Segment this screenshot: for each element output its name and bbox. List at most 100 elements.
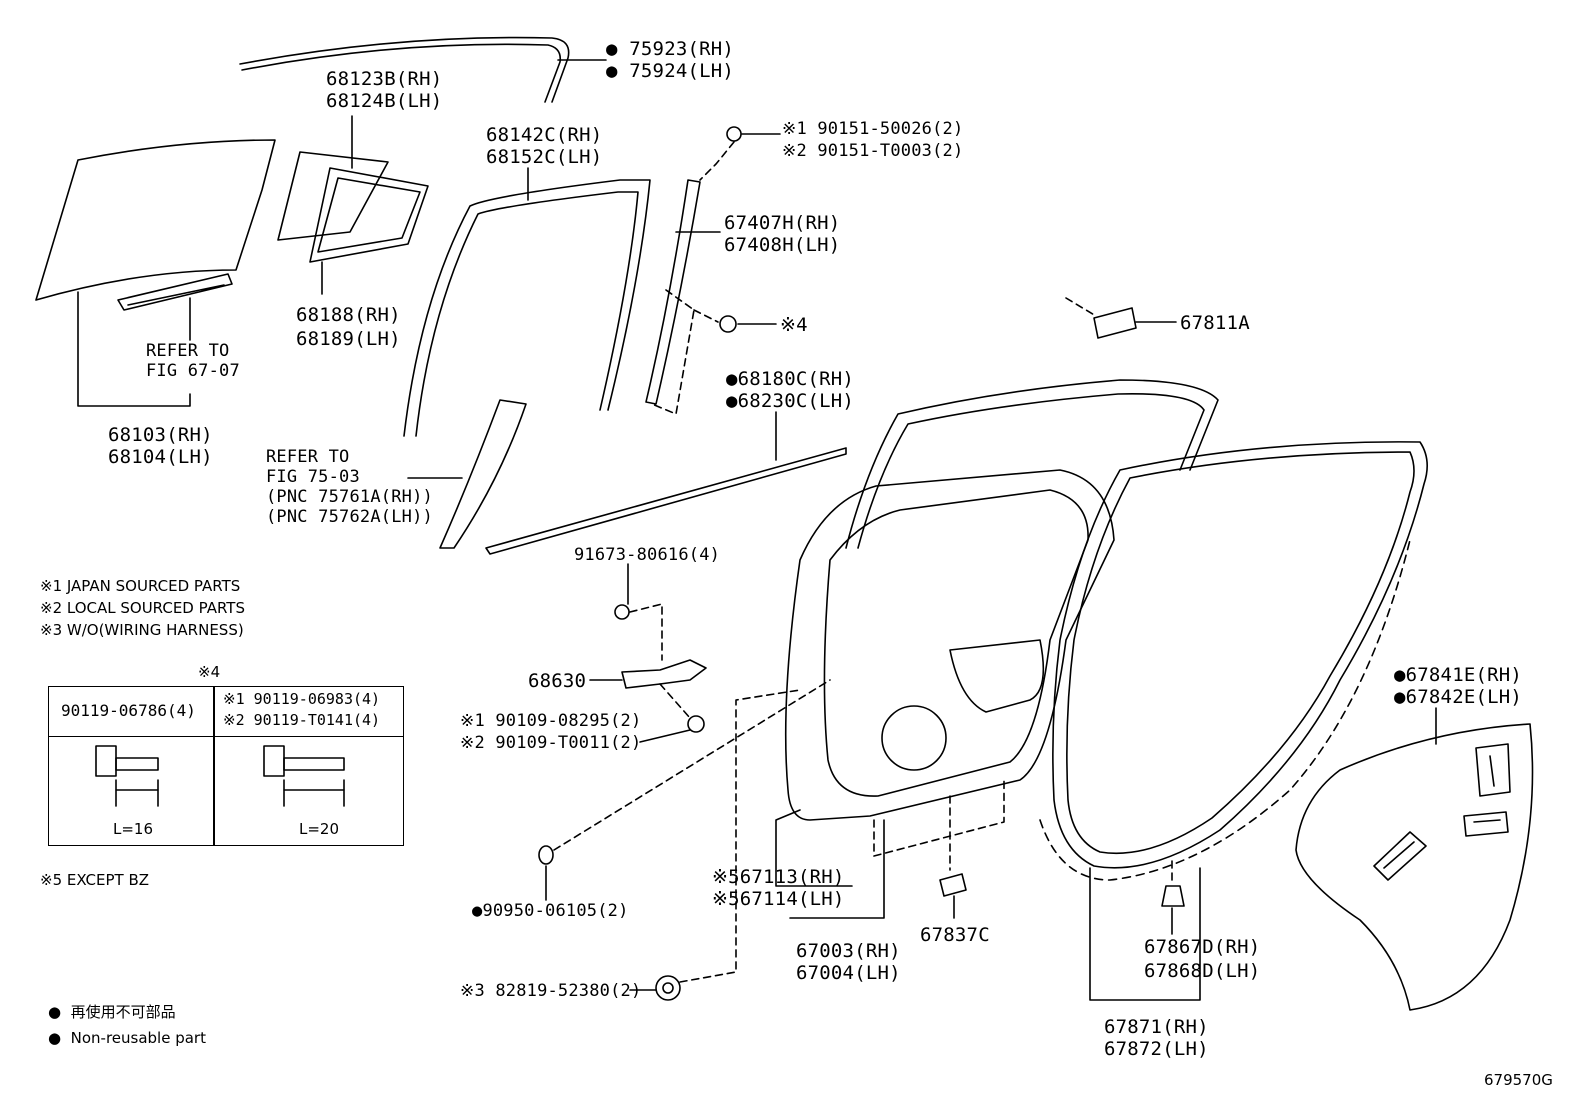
label-frame-channel-rh: 68142C(RH) bbox=[486, 124, 603, 146]
table-title: ※4 bbox=[198, 663, 221, 681]
label-door-glass-rh: 68103(RH) bbox=[108, 424, 213, 446]
leader-door-glass bbox=[77, 291, 191, 407]
clip-d-icon bbox=[1161, 885, 1185, 907]
top-moulding-strip bbox=[239, 36, 570, 103]
sash-dashed bbox=[651, 289, 695, 415]
bolt-sash-dashed bbox=[693, 309, 719, 323]
label-frame-channel-lh: 68152C(LH) bbox=[486, 146, 603, 168]
table-col1-length: L=16 bbox=[113, 820, 154, 838]
label-clip-d-rh: 67867D(RH) bbox=[1144, 936, 1261, 958]
door-weatherstrip-dashed bbox=[1039, 539, 1411, 881]
label-belt-lh: ●68230C(LH) bbox=[726, 390, 855, 412]
label-quarter-rh: 68188(RH) bbox=[296, 304, 401, 326]
label-bolt-check2-2: ※2 90109-T0011(2) bbox=[460, 733, 642, 753]
table-col1-header: 90119-06786(4) bbox=[49, 687, 213, 737]
screw-top-dashed bbox=[699, 141, 735, 181]
belt-weatherstrip bbox=[485, 447, 847, 555]
leader-bolt-check2 bbox=[639, 729, 691, 743]
note-1: ※1 JAPAN SOURCED PARTS bbox=[40, 577, 241, 595]
door-frame-inner bbox=[857, 393, 1205, 549]
rear-sash bbox=[645, 179, 701, 405]
label-glass-run-lh: 68124B(LH) bbox=[326, 90, 443, 112]
note-3: ※3 W/O(WIRING HARNESS) bbox=[40, 621, 244, 639]
pad-block bbox=[1093, 307, 1137, 339]
label-door-panel-rh: 67003(RH) bbox=[796, 940, 901, 962]
label-hinge-lh: ※567114(LH) bbox=[712, 888, 845, 910]
leader-door-panel bbox=[789, 819, 885, 919]
label-door-glass-lh: 68104(LH) bbox=[108, 446, 213, 468]
plug-hole-icon bbox=[538, 845, 554, 865]
label-moulding-rh: ● 75923(RH) bbox=[606, 38, 735, 60]
plug-hole-dashed bbox=[553, 679, 831, 851]
label-clip-c: 67837C bbox=[920, 924, 990, 946]
label-moulding-lh: ● 75924(LH) bbox=[606, 60, 735, 82]
trim-piece bbox=[439, 399, 527, 549]
pad-dashed bbox=[1065, 297, 1097, 317]
label-cover-rh: ●67841E(RH) bbox=[1394, 664, 1523, 686]
frame-channel bbox=[403, 179, 651, 437]
label-pad: 67811A bbox=[1180, 312, 1250, 334]
quarter-glass-outer bbox=[277, 151, 389, 241]
label-sash-mark: ※4 bbox=[780, 314, 808, 336]
label-grommet: ※3 82819-52380(2) bbox=[460, 981, 642, 1001]
note-2: ※2 LOCAL SOURCED PARTS bbox=[40, 599, 245, 617]
label-bolt-check2-1: ※1 90109-08295(2) bbox=[460, 711, 642, 731]
label-refer-glass-1: REFER TO bbox=[146, 341, 230, 361]
label-check-assy: 68630 bbox=[528, 670, 587, 692]
label-quarter-lh: 68189(LH) bbox=[296, 328, 401, 350]
label-clip-d-lh: 67868D(LH) bbox=[1144, 960, 1261, 982]
label-door-panel-lh: 67004(LH) bbox=[796, 962, 901, 984]
bolt-check-icon bbox=[614, 604, 630, 620]
bolt-check2-icon bbox=[687, 715, 705, 733]
label-screw-top-1: ※1 90151-50026(2) bbox=[782, 119, 964, 139]
service-hole bbox=[949, 639, 1045, 713]
label-glass-run-rh: 68123B(RH) bbox=[326, 68, 443, 90]
table-col2-header: ※1 90119-06983(4) ※2 90119-T0141(4) bbox=[213, 687, 403, 737]
door-bottom-dashed bbox=[873, 779, 1005, 857]
check-assy bbox=[621, 659, 707, 689]
bolt-table: 90119-06786(4) ※1 90119-06983(4) ※2 9011… bbox=[48, 686, 404, 846]
label-screw-top-2: ※2 90151-T0003(2) bbox=[782, 141, 964, 161]
bolt-sash-icon bbox=[719, 315, 737, 333]
cover-slot-2 bbox=[1463, 811, 1509, 837]
label-sash-lh: 67408H(LH) bbox=[724, 234, 841, 256]
label-plug-hole: ●90950-06105(2) bbox=[472, 901, 629, 921]
speaker-hole bbox=[881, 705, 947, 771]
cover-slot-1 bbox=[1475, 743, 1511, 797]
label-bolt-check: 91673-80616(4) bbox=[574, 545, 721, 565]
quarter-glass-frame bbox=[309, 167, 429, 263]
bolt-l20-icon bbox=[263, 745, 345, 807]
leader-hinge bbox=[775, 809, 853, 887]
door-glass-shape bbox=[35, 139, 276, 301]
label-belt-rh: ●68180C(RH) bbox=[726, 368, 855, 390]
service-hole-cover bbox=[1295, 723, 1534, 1011]
label-refer-glass-2: FIG 67-07 bbox=[146, 361, 240, 381]
door-frame-outer bbox=[845, 379, 1219, 549]
label-door-ws-rh: 67871(RH) bbox=[1104, 1016, 1209, 1038]
clip-c-icon bbox=[939, 873, 967, 897]
door-panel bbox=[784, 469, 1115, 821]
table-col2-length: L=20 bbox=[299, 820, 340, 838]
door-weatherstrip-inner bbox=[1066, 451, 1415, 855]
label-hinge-rh: ※567113(RH) bbox=[712, 866, 845, 888]
bolt-l16-icon bbox=[95, 745, 159, 807]
glass-channel-strip bbox=[117, 273, 233, 311]
label-refer-trim-2: FIG 75-03 bbox=[266, 467, 360, 487]
label-refer-trim-1: REFER TO bbox=[266, 447, 350, 467]
door-panel-inner bbox=[823, 489, 1089, 797]
bolt-check-dashed bbox=[629, 603, 663, 661]
note-5: ※5 EXCEPT BZ bbox=[40, 871, 150, 889]
grommet-dashed bbox=[679, 689, 801, 983]
label-sash-rh: 67407H(RH) bbox=[724, 212, 841, 234]
label-cover-lh: ●67842E(LH) bbox=[1394, 686, 1523, 708]
table-divider bbox=[213, 687, 215, 845]
cover-slot-3 bbox=[1373, 831, 1427, 881]
legend-item-2: ● Non-reusable part bbox=[48, 1029, 206, 1047]
grommet-icon bbox=[655, 975, 681, 1001]
screw-top-icon bbox=[726, 126, 742, 142]
leader-door-weatherstrip bbox=[1089, 867, 1201, 1001]
legend-item-1: ● 再使用不可部品 bbox=[48, 1003, 176, 1021]
bolt-check2-dashed bbox=[659, 683, 691, 719]
label-refer-trim-4: (PNC 75762A(LH)) bbox=[266, 507, 433, 527]
